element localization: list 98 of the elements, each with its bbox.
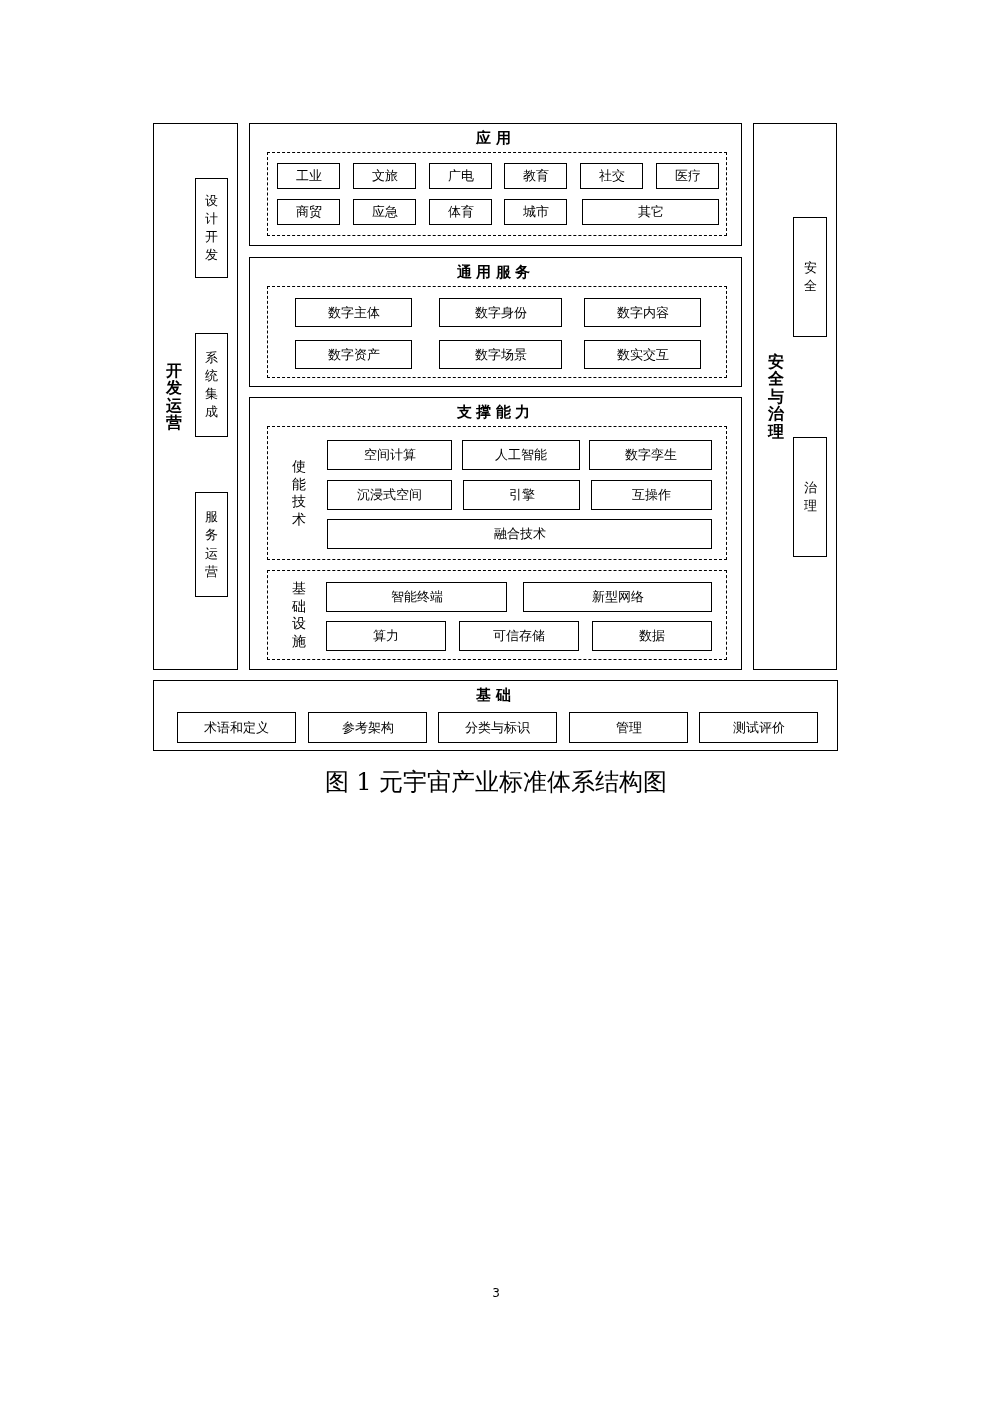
item-box — [582, 199, 719, 225]
item-box — [326, 621, 446, 651]
item-label: 医疗 — [674, 167, 701, 186]
item-label: 新型网络 — [591, 588, 644, 607]
item-label: 文旅 — [371, 167, 398, 186]
item-box — [793, 437, 827, 557]
item-box — [580, 163, 643, 189]
dashed-group-box — [267, 570, 727, 660]
item-box — [462, 440, 580, 470]
item-box — [504, 199, 567, 225]
item-label: 治理 — [803, 478, 817, 515]
item-label: 数据 — [639, 627, 665, 646]
item-box — [429, 163, 492, 189]
item-box — [327, 440, 452, 470]
item-label: 人工智能 — [495, 446, 547, 465]
item-box — [295, 340, 412, 369]
item-label: 可信存储 — [493, 627, 545, 646]
layer-panel — [249, 397, 742, 670]
item-box — [589, 440, 712, 470]
item-box — [295, 298, 412, 327]
item-label: 测试评价 — [732, 718, 785, 737]
item-box — [459, 621, 579, 651]
panel-heading: 通用服务 — [456, 262, 535, 283]
item-label: 安全 — [803, 258, 817, 295]
item-box — [592, 621, 712, 651]
side-panel — [753, 123, 837, 670]
item-box — [504, 163, 567, 189]
item-box — [277, 199, 340, 225]
page-number: 3 — [492, 1285, 500, 1302]
item-label: 数字内容 — [616, 303, 669, 322]
item-label: 互操作 — [632, 486, 671, 505]
item-box — [327, 480, 452, 510]
item-box — [308, 712, 427, 743]
item-label: 数字主体 — [327, 303, 380, 322]
item-label: 数字场景 — [474, 345, 527, 364]
item-box — [523, 582, 712, 612]
item-label: 智能终端 — [390, 588, 443, 607]
item-label: 教育 — [522, 167, 549, 186]
item-box — [353, 199, 416, 225]
item-label: 分类与标识 — [465, 718, 530, 737]
layer-panel — [249, 257, 742, 387]
item-label: 城市 — [522, 203, 549, 222]
item-label: 数字资产 — [327, 345, 380, 364]
panel-heading: 支撑能力 — [456, 402, 535, 423]
panel-heading: 基础 — [476, 685, 515, 706]
item-box — [656, 163, 719, 189]
item-box — [569, 712, 688, 743]
item-label: 空间计算 — [363, 446, 416, 465]
item-box — [195, 178, 228, 278]
item-label: 应急 — [371, 203, 398, 222]
dashed-group-box — [267, 286, 727, 378]
item-label: 术语和定义 — [204, 718, 269, 737]
item-box — [584, 298, 701, 327]
item-box — [438, 712, 557, 743]
item-label: 算力 — [373, 627, 399, 646]
item-label: 融合技术 — [493, 525, 546, 544]
group-label: 使能技术 — [292, 458, 306, 528]
item-box — [353, 163, 416, 189]
dashed-group-box — [267, 152, 727, 236]
item-label: 引擎 — [508, 486, 535, 505]
item-label: 系统集成 — [205, 348, 218, 422]
item-label: 其它 — [637, 203, 664, 222]
item-box — [584, 340, 701, 369]
item-box — [326, 582, 507, 612]
item-label: 服务运营 — [205, 508, 218, 581]
item-label: 体育 — [447, 203, 474, 222]
item-label: 数字孪生 — [624, 446, 677, 465]
item-box — [463, 480, 580, 510]
side-panel — [153, 123, 238, 670]
item-box — [439, 340, 562, 369]
item-label: 参考架构 — [341, 718, 394, 737]
item-box — [439, 298, 562, 327]
item-label: 工业 — [295, 167, 322, 186]
layer-panel — [249, 123, 742, 246]
item-box — [793, 217, 827, 337]
item-label: 广电 — [447, 167, 474, 186]
layer-panel — [153, 680, 838, 751]
item-box — [177, 712, 296, 743]
item-label: 沉浸式空间 — [357, 486, 422, 505]
panel-heading: 安全与治理 — [768, 352, 784, 441]
item-box — [699, 712, 818, 743]
item-box — [327, 519, 712, 549]
item-label: 数字身份 — [474, 303, 527, 322]
panel-heading: 开发运营 — [166, 361, 182, 432]
item-box — [277, 163, 340, 189]
panel-heading: 应用 — [476, 128, 515, 149]
item-label: 数实交互 — [616, 345, 669, 364]
item-label: 管理 — [615, 718, 642, 737]
group-label: 基础设施 — [292, 580, 306, 650]
item-box — [429, 199, 492, 225]
item-box — [591, 480, 712, 510]
dashed-group-box — [267, 426, 727, 560]
item-box — [195, 333, 228, 437]
item-label: 设计开发 — [205, 191, 218, 265]
figure-caption: 图 1 元宇宙产业标准体系结构图 — [323, 767, 669, 798]
item-box — [195, 492, 228, 597]
item-label: 社交 — [598, 167, 625, 186]
item-label: 商贸 — [295, 203, 322, 222]
